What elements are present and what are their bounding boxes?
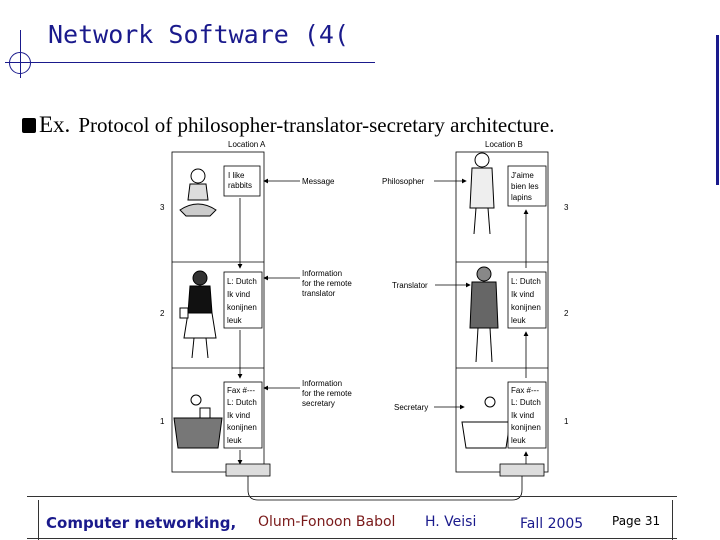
a-box1-line-1: Fax #--- [227,386,255,395]
footer-top-rule [27,496,677,497]
a-box3-line-2: rabbits [228,181,252,190]
label-info1-line-2: for the remote [302,389,352,398]
bullet-item: Ex. Protocol of philosopher-translator-se… [22,112,554,138]
label-info2-line-3: translator [302,289,336,298]
level-a-3: 3 [160,203,165,212]
stack-a-frame [171,151,265,473]
fax-machine-a-icon [225,463,271,477]
a-box2-line-1: L: Dutch [227,277,257,286]
label-info2-line-1: Information [302,269,342,278]
a-box1-line-4: konijnen [227,423,257,432]
label-info2-line-2: for the remote [302,279,352,288]
footer-university: Olum-Fonoon Babol [258,514,396,530]
b-box2-line-1: L: Dutch [511,277,541,286]
bullet-prefix: Ex. [39,112,71,137]
label-translator: Translator [392,281,428,290]
a-box1-line-3: Ik vind [227,411,250,420]
b-box1-line-4: konijnen [511,423,541,432]
level-b-3: 3 [564,203,569,212]
b-box3: J'aime bien les lapins [507,165,547,207]
fax-link [247,476,523,501]
level-a-2: 2 [160,309,165,318]
label-philosopher: Philosopher [382,177,425,186]
b-box3-line-1: J'aime [511,171,534,180]
translator-b-figure [469,266,499,363]
a-box1: Fax #--- L: Dutch Ik vind konijnen leuk [223,381,263,449]
footer-term: Fall 2005 [520,516,584,532]
level-a-1: 1 [160,417,165,426]
b-box1-line-5: leuk [511,436,527,445]
footer-page-number: Page 31 [612,514,661,528]
level-b-1: 1 [564,417,569,426]
decor-right-bar [716,35,719,185]
b-box2: L: Dutch Ik vind konijnen leuk [507,271,547,329]
b-box1-line-1: Fax #--- [511,386,539,395]
label-message: Message [302,177,335,186]
a-box1-line-2: L: Dutch [227,398,257,407]
b-box3-line-3: lapins [511,193,532,202]
a-box3-line-1: I like [228,171,245,180]
label-info1-line-1: Information [302,379,342,388]
a-box1-line-5: leuk [227,436,243,445]
secretary-b-figure [461,396,511,449]
protocol-diagram: Location A Location B 3 2 1 3 2 1 [160,140,569,501]
b-box1-line-2: L: Dutch [511,398,541,407]
a-box2-line-3: konijnen [227,303,257,312]
location-a-label: Location A [228,140,266,149]
label-info1-line-3: secretary [302,399,335,408]
footer-bottom-rule [27,538,677,539]
a-box2-line-2: Ik vind [227,290,250,299]
level-b-2: 2 [564,309,569,318]
footer-course: Computer networking, [46,514,237,532]
b-box3-line-2: bien les [511,182,539,191]
b-box2-line-4: leuk [511,316,527,325]
b-box1: Fax #--- L: Dutch Ik vind konijnen leuk [507,381,547,449]
footer-left-rule [38,500,39,540]
a-box3: I like rabbits [223,165,261,197]
b-box2-line-3: konijnen [511,303,541,312]
decor-horizontal-line [5,62,375,63]
b-box1-line-3: Ik vind [511,411,534,420]
fax-machine-b-icon [499,463,545,477]
bullet-text: Protocol of philosopher-translator-secre… [78,113,555,137]
translator-a-figure [179,270,217,359]
location-b-label: Location B [485,140,523,149]
label-secretary: Secretary [394,403,428,412]
decor-circle [9,52,31,74]
slide-title: Network Software (4( [48,20,350,49]
b-box2-line-2: Ik vind [511,290,534,299]
philosopher-a-figure [179,168,217,217]
a-box2-line-4: leuk [227,316,243,325]
a-box2: L: Dutch Ik vind konijnen leuk [223,271,263,329]
bullet-square-icon [22,118,36,133]
footer-right-rule [672,500,673,540]
philosopher-b-figure [469,152,495,235]
footer-author: H. Veisi [425,514,477,530]
secretary-a-figure [173,394,223,449]
